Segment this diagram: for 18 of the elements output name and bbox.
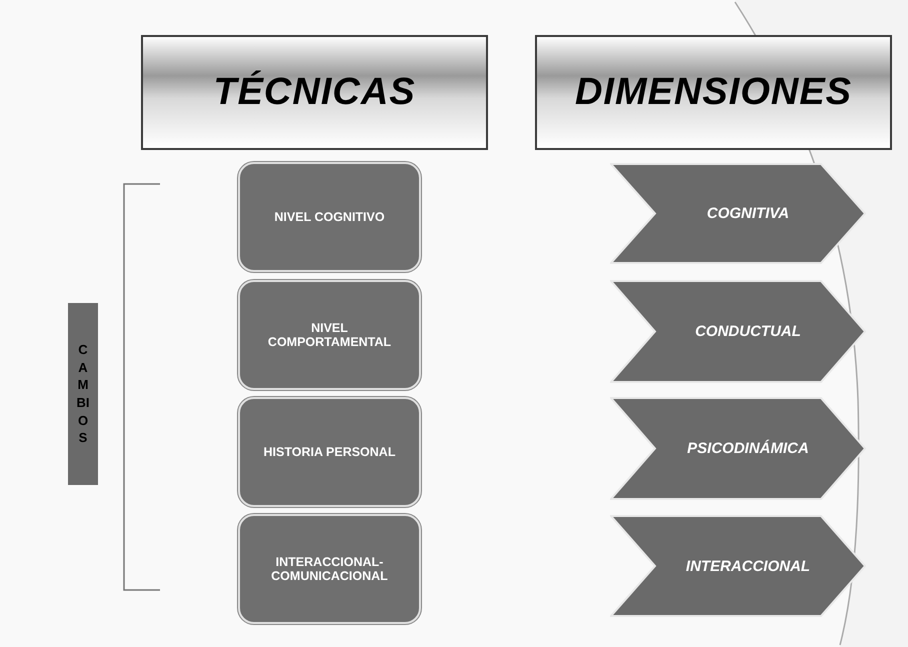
node-label: HISTORIA PERSONAL [262,444,396,460]
header-box [535,35,892,150]
node-label: NIVEL COMPORTAMENTAL [266,320,392,350]
node-label: INTERACCIONAL [684,558,810,574]
node-label: NIVEL COGNITIVO [273,210,386,224]
header-box [141,35,488,150]
header-text: TÉCNICAS [213,71,416,114]
technique-box [238,280,421,390]
header-text: DIMENSIONES [574,71,852,114]
node-label: CONDUCTUAL [694,323,801,340]
node-label: INTERACCIONAL-COMUNICACIONAL [270,554,389,584]
node-label: COGNITIVA [706,205,790,222]
technique-box [238,514,421,624]
label-box [68,303,98,485]
technique-box [238,397,421,507]
vertical-label: CAMBIOS [76,341,90,447]
node-label: PSICODINÁMICA [686,440,809,457]
technique-box [238,162,421,272]
